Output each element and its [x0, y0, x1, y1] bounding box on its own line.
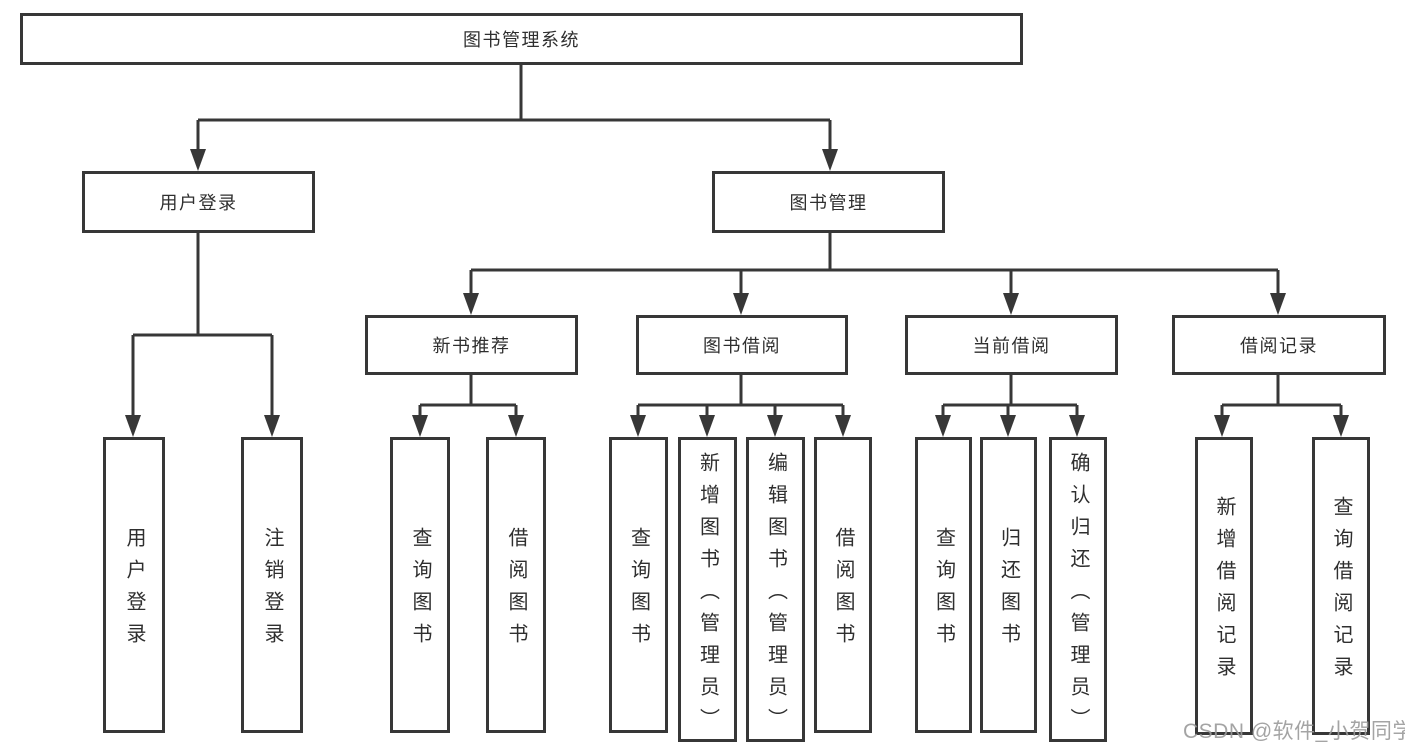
node-borrow-records: 借阅记录	[1172, 315, 1386, 375]
node-current-borrowing: 当前借阅	[905, 315, 1118, 375]
node-leaf-query-borrow-record: 查询借阅记录	[1312, 437, 1370, 735]
arrowhead-icon	[125, 415, 141, 437]
node-leaf-edit-book-admin: 编辑图书（管理员）	[746, 437, 805, 742]
node-book-management-system: 图书管理系统	[20, 13, 1023, 65]
node-label: 借阅记录	[1240, 336, 1318, 356]
arrowhead-icon	[508, 415, 524, 437]
arrowhead-icon	[1003, 293, 1019, 315]
node-label: 查询借阅记录	[1330, 496, 1352, 688]
node-leaf-borrow-book-1: 借阅图书	[486, 437, 546, 733]
node-label: 新增借阅记录	[1213, 496, 1235, 688]
arrowhead-icon	[1270, 293, 1286, 315]
node-label: 查询图书	[409, 527, 431, 655]
node-label: 图书管理	[789, 193, 868, 213]
arrowhead-icon	[733, 293, 749, 315]
node-label: 新书推荐	[432, 336, 511, 356]
arrowhead-icon	[767, 415, 783, 437]
node-label: 确认归还（管理员）	[1067, 451, 1089, 740]
node-label: 编辑图书（管理员）	[764, 451, 787, 740]
node-user-login: 用户登录	[82, 171, 315, 233]
arrowhead-icon	[935, 415, 951, 437]
node-label: 借阅图书	[505, 527, 527, 655]
arrowhead-icon	[412, 415, 428, 437]
node-leaf-query-book-1: 查询图书	[390, 437, 450, 733]
node-leaf-logout: 注销登录	[241, 437, 303, 733]
node-leaf-borrow-book-2: 借阅图书	[814, 437, 872, 733]
arrowhead-icon	[630, 415, 646, 437]
arrowhead-icon	[190, 149, 206, 171]
arrowhead-icon	[1214, 415, 1230, 437]
node-book-management: 图书管理	[712, 171, 945, 233]
node-label: 用户登录	[159, 193, 238, 213]
node-label: 用户登录	[123, 527, 145, 655]
node-leaf-query-book-3: 查询图书	[915, 437, 972, 733]
arrowhead-icon	[835, 415, 851, 437]
node-label: 查询图书	[627, 527, 650, 655]
node-leaf-return-book: 归还图书	[980, 437, 1037, 733]
arrowhead-icon	[822, 149, 838, 171]
node-label: 图书管理系统	[463, 30, 580, 50]
node-label: 当前借阅	[972, 336, 1051, 356]
node-label: 查询图书	[932, 527, 955, 655]
csdn-watermark: CSDN @软件_小贺同学	[1183, 720, 1405, 743]
node-label: 图书借阅	[703, 336, 781, 356]
node-book-borrowing: 图书借阅	[636, 315, 848, 375]
node-label: 注销登录	[261, 527, 283, 655]
node-label: 借阅图书	[832, 527, 854, 655]
node-leaf-add-borrow-record: 新增借阅记录	[1195, 437, 1253, 735]
arrowhead-icon	[463, 293, 479, 315]
arrowhead-icon	[1000, 415, 1016, 437]
node-new-book-recommend: 新书推荐	[365, 315, 578, 375]
node-label: 新增图书（管理员）	[696, 451, 719, 740]
node-leaf-add-book-admin: 新增图书（管理员）	[678, 437, 737, 742]
arrowhead-icon	[264, 415, 280, 437]
node-leaf-user-login: 用户登录	[103, 437, 165, 733]
arrowhead-icon	[699, 415, 715, 437]
node-leaf-confirm-return-admin: 确认归还（管理员）	[1049, 437, 1107, 742]
arrowhead-icon	[1333, 415, 1349, 437]
node-leaf-query-book-2: 查询图书	[609, 437, 668, 733]
arrowhead-icon	[1069, 415, 1085, 437]
node-label: 归还图书	[997, 527, 1020, 655]
